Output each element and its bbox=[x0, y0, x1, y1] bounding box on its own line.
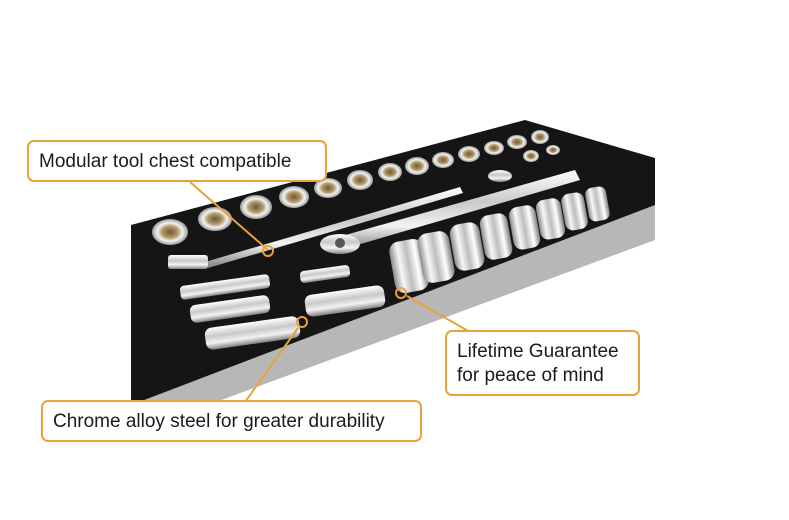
back-row-sockets bbox=[152, 130, 560, 245]
callout-lifetime-line-1: Lifetime Guarantee bbox=[457, 341, 619, 362]
callout-modular: Modular tool chest compatible bbox=[27, 140, 327, 182]
callout-modular-text: Modular tool chest compatible bbox=[39, 151, 292, 172]
ratchet-handle bbox=[320, 170, 580, 254]
extensions-and-adapters bbox=[179, 265, 386, 350]
callout-chrome: Chrome alloy steel for greater durabilit… bbox=[41, 400, 422, 442]
callout-lifetime-line-2: for peace of mind bbox=[457, 365, 604, 386]
foam-tray-front bbox=[131, 205, 655, 430]
callout-leaders bbox=[189, 181, 471, 403]
callout-chrome-text: Chrome alloy steel for greater durabilit… bbox=[53, 411, 385, 432]
callout-lifetime: Lifetime Guarantee for peace of mind bbox=[445, 330, 640, 396]
deep-sockets bbox=[389, 186, 610, 293]
extension-bar bbox=[168, 187, 463, 269]
